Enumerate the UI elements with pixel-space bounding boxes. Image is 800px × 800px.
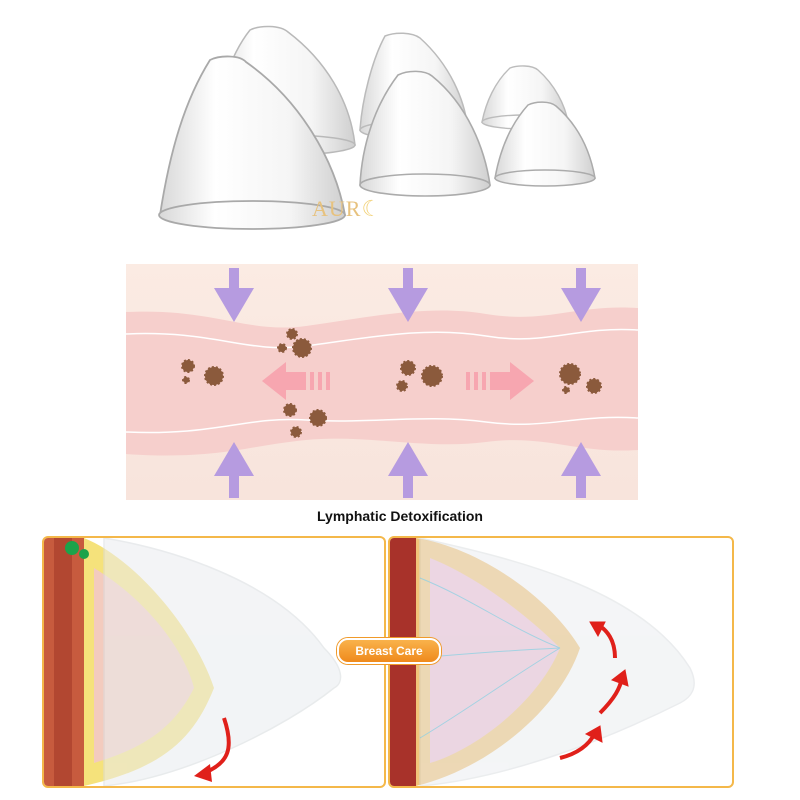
vessel-band <box>126 307 638 456</box>
press-up-arrow <box>214 442 601 498</box>
toxin-particles <box>181 328 602 438</box>
brand-logo: AUR☾ <box>312 196 382 222</box>
brand-logo-text: AUR <box>312 196 362 221</box>
lymphatic-diagram <box>126 264 638 500</box>
red-arrow-up <box>559 621 629 760</box>
panel-left <box>42 536 386 788</box>
flow-left-arrow <box>262 362 330 400</box>
press-down-arrow <box>214 268 601 322</box>
cup-medium-front <box>359 70 491 197</box>
breast-cross-section-left <box>44 538 342 786</box>
diagram-caption: Lymphatic Detoxification <box>317 508 483 524</box>
breast-cross-section-right <box>390 538 695 786</box>
vacuum-cups-image <box>158 25 596 230</box>
flow-right-arrow <box>466 362 534 400</box>
moon-icon: ☾ <box>361 196 383 221</box>
cup-small-front <box>494 101 596 187</box>
panel-right <box>388 536 734 788</box>
cup-large-front <box>158 55 347 230</box>
breast-care-badge: Breast Care <box>337 638 441 664</box>
